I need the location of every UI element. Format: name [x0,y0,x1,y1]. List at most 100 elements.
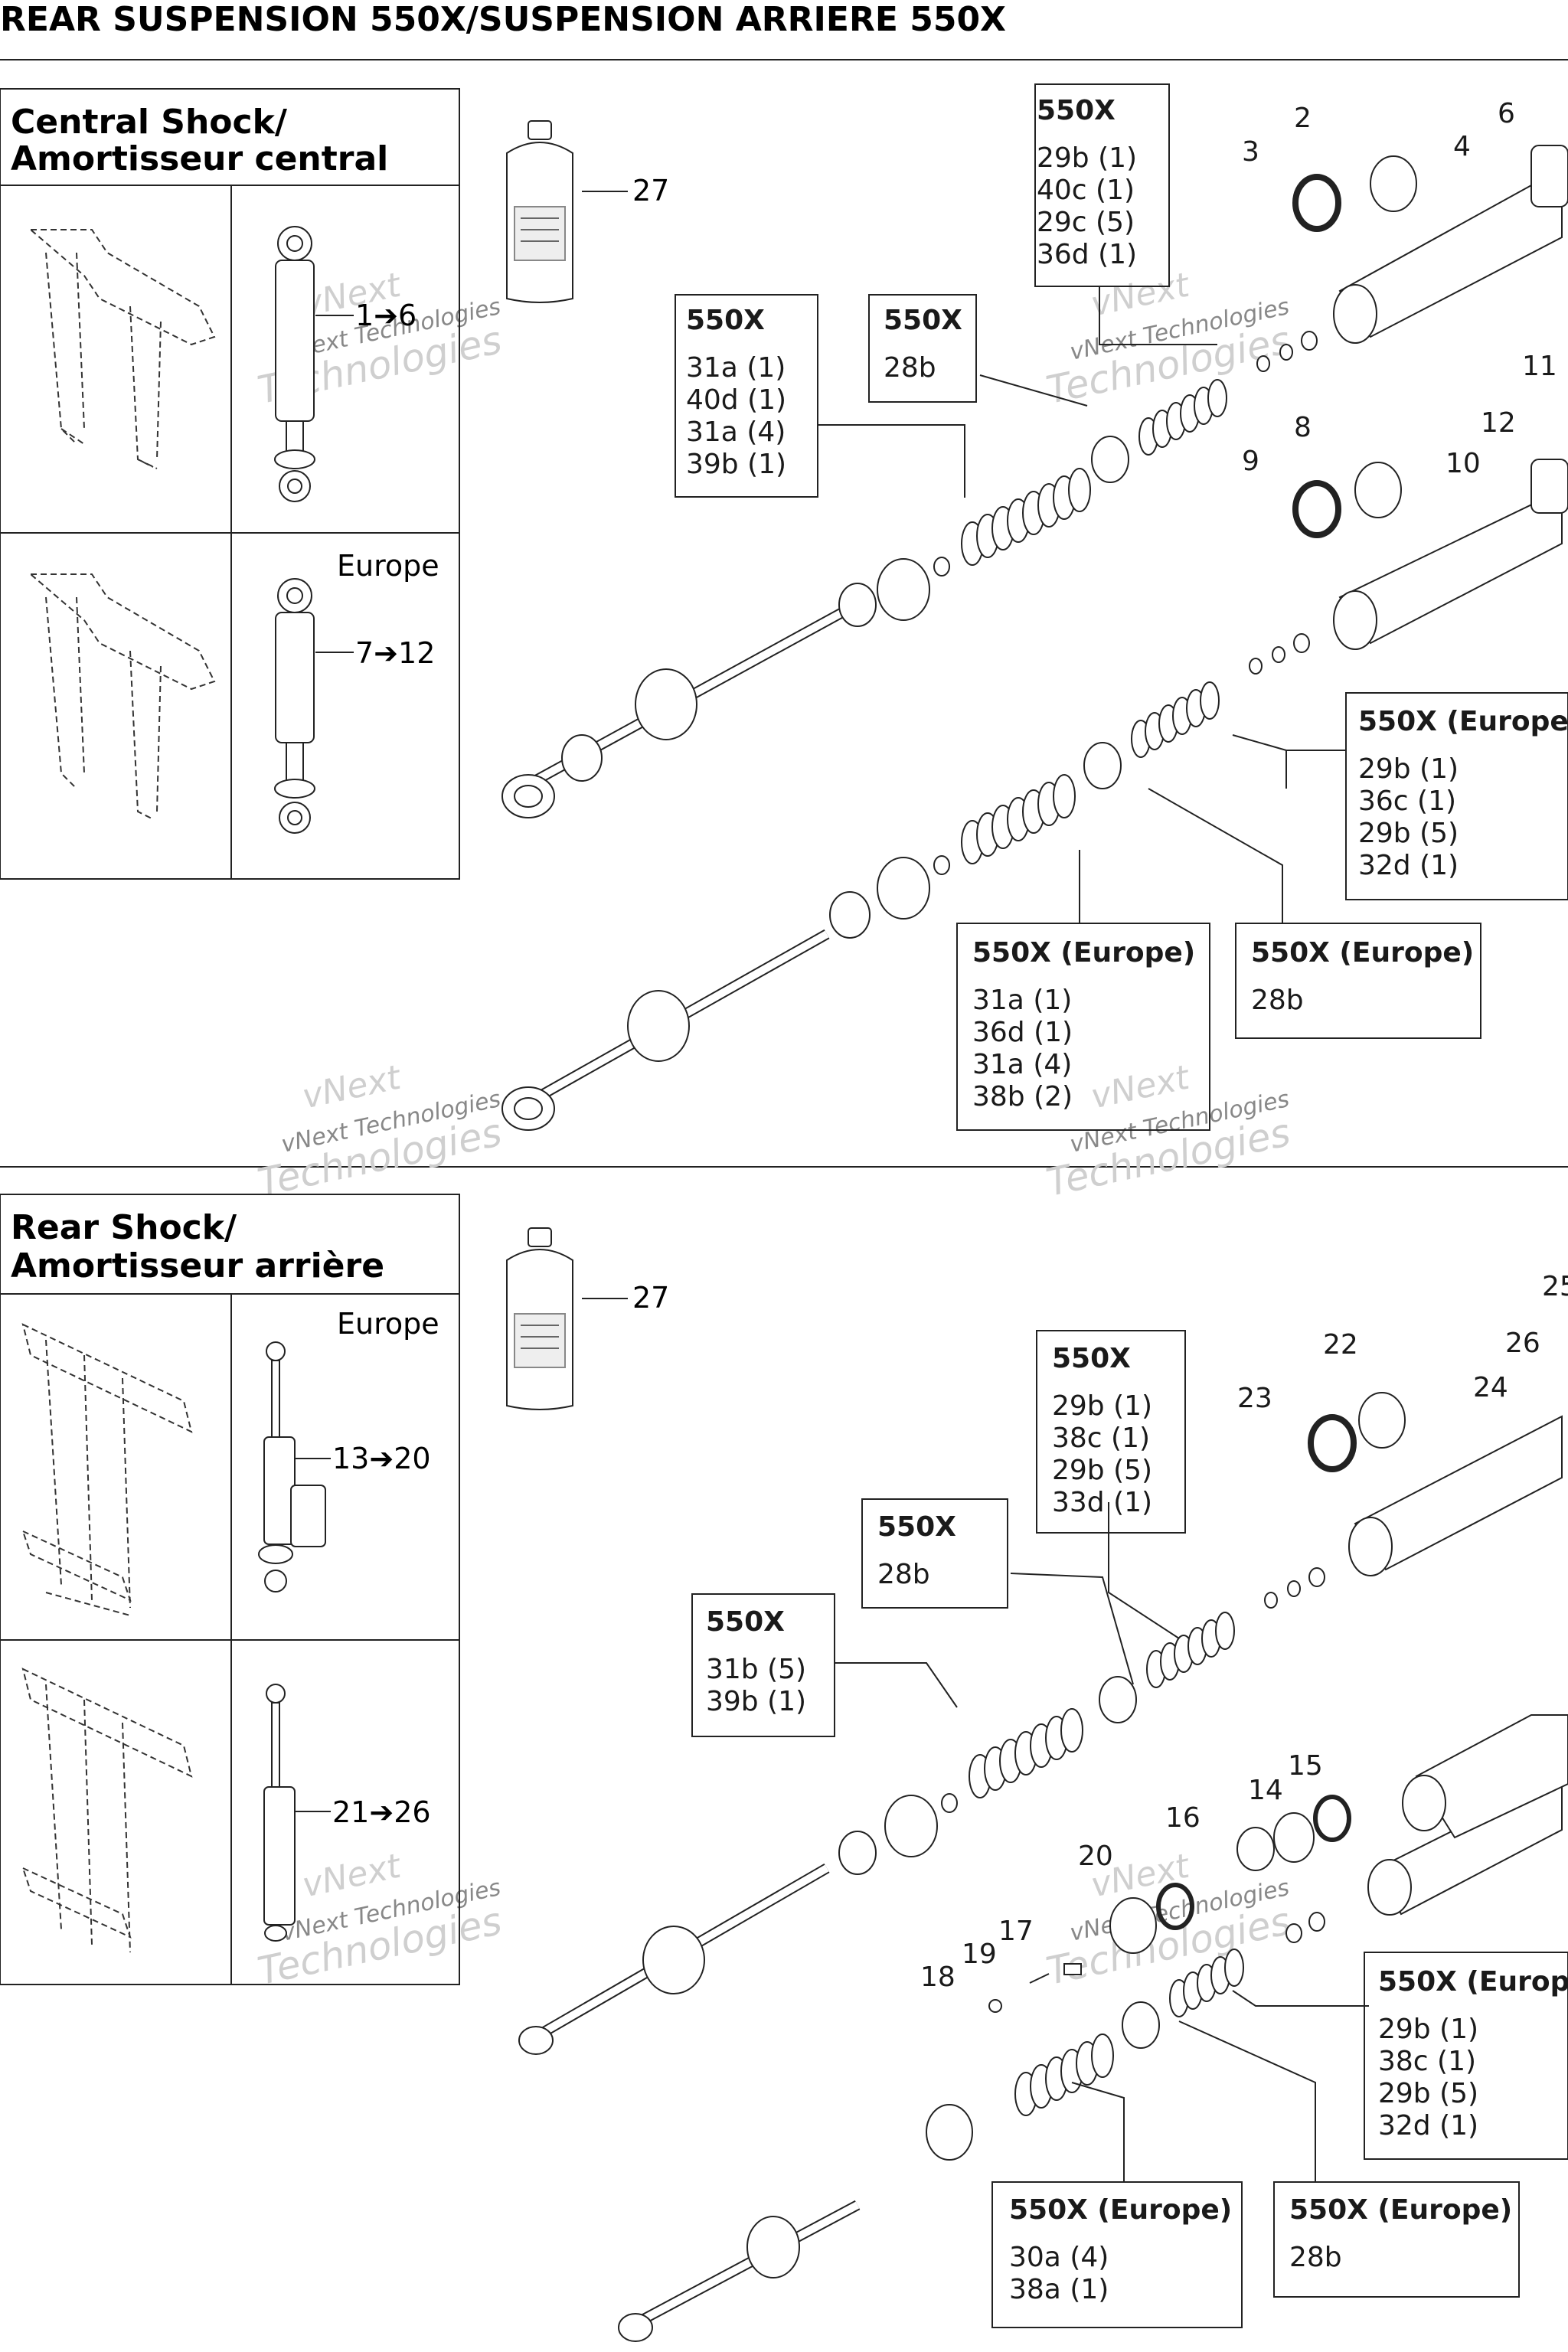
spring-coils [1146,1612,1235,1688]
panel-title-line1: Central Shock/ [11,103,288,142]
kit-line: 29b (1) [1052,1390,1152,1422]
spring-coils [969,1708,1083,1798]
callout-27: 27 [632,174,669,207]
oil-bottle [506,120,573,303]
watermark-top: vNext [299,1057,405,1116]
rear-frame-sketch [21,1323,193,1616]
spring-coils [1138,379,1227,456]
rear-frame-sketch [21,1668,193,1953]
shock-sketch [258,1341,326,1592]
kit-line: 28b [884,352,936,384]
kit-line: 36d (1) [972,1017,1073,1048]
kit-line: 33d (1) [1052,1487,1152,1518]
callout-15: 15 [1288,1750,1323,1782]
kit-line: 36d (1) [1037,239,1137,270]
kit-line: 30a (4) [1009,2242,1109,2273]
variant-ref-1-6: 1➔6 [355,299,416,332]
kit-line: 31b (5) [706,1654,806,1685]
kit-title: 550X (Europe) [972,937,1195,969]
shock-sketch [274,226,315,502]
watermark-top: vNext [299,1846,405,1905]
exploded-assembly [618,1714,1568,2342]
kit-line: 28b [1289,2242,1342,2273]
spring-coils [1131,681,1220,758]
kit-title: 550X (Europe) [1289,2194,1512,2226]
panel-title-line2: Amortisseur central [11,139,388,178]
kit-line: 32d (1) [1358,850,1459,881]
callout-labels: 2 3 4 6 8 9 10 11 12 14 15 16 17 18 19 2… [920,98,1568,1993]
callout-3: 3 [1242,136,1259,168]
variant-ref-21-26: 21➔26 [332,1795,431,1829]
spring-coils [961,468,1091,566]
callout-6: 6 [1498,98,1515,129]
callout-25: 25 [1542,1271,1568,1302]
kit-box-text: 550X 29b (1) 40c (1) 29c (5) 36d (1) 550… [686,95,1568,2305]
exploded-assembly [501,459,1568,1131]
kit-line: 28b [877,1559,930,1590]
central-shock-panel: Central Shock/ Amortisseur central [0,88,460,880]
kit-line: 39b (1) [686,449,786,480]
kit-line: 29b (1) [1358,753,1459,785]
kit-line: 38a (1) [1009,2274,1109,2305]
watermarks: vNext vNext Technologies Technologies vN… [254,265,1295,1994]
callout-18: 18 [920,1962,956,1993]
kit-line: 29c (5) [1037,207,1135,238]
callout-12: 12 [1481,407,1516,439]
callout-24: 24 [1473,1372,1508,1403]
kit-title: 550X [1052,1343,1131,1374]
kit-line: 31a (1) [972,985,1072,1016]
kit-title: 550X (Europe) [1358,706,1568,737]
kit-title: 550X (Europe) [1009,2194,1232,2226]
exploded-assembly [518,1392,1563,2055]
spring-coils [961,774,1076,864]
kit-line: 38c (1) [1052,1423,1150,1454]
kit-line: 40c (1) [1037,175,1135,206]
variant-ref-13-20: 13➔20 [332,1442,431,1475]
kit-title: 550X (Europe) [1378,1966,1568,1998]
callout-16: 16 [1165,1802,1200,1834]
kit-title: 550X [884,305,962,336]
kit-line: 29b (5) [1052,1455,1152,1486]
callout-23: 23 [1237,1383,1272,1414]
kit-title: 550X [1037,95,1116,126]
kit-line: 28b [1251,985,1304,1016]
rear-shock-panel: Rear Shock/ Amortisseur arrière Europe 1… [0,1194,460,1985]
callout-27: 27 [632,1281,669,1315]
variant-europe-label: Europe [337,1307,439,1341]
kit-line: 29b (1) [1037,142,1137,174]
spring-coils [1014,2034,1114,2116]
callout-11: 11 [1522,351,1557,382]
watermark-top: vNext [1087,265,1194,324]
callout-22: 22 [1323,1329,1358,1361]
kit-title: 550X (Europe) [1251,937,1474,969]
kit-line: 38b (2) [972,1081,1073,1112]
kit-line: 36c (1) [1358,786,1456,817]
page-title: REAR SUSPENSION 550X/SUSPENSION ARRIERE … [0,0,1006,39]
kit-title: 550X [877,1511,956,1543]
shock-sketch [263,1684,296,1942]
variant-europe-label: Europe [337,549,439,583]
rear-frame-sketch [28,573,216,820]
kit-line: 31a (4) [686,416,786,448]
callout-10: 10 [1446,448,1481,479]
kit-line: 29b (5) [1358,818,1459,849]
kit-line: 31a (1) [686,352,786,384]
oil-bottle [506,1227,573,1410]
kit-line: 40d (1) [686,384,786,416]
kit-line: 32d (1) [1378,2110,1478,2141]
panel-title-line2: Amortisseur arrière [11,1246,384,1285]
watermark-top: vNext [1087,1057,1194,1116]
callout-2: 2 [1294,103,1312,134]
kit-line: 29b (1) [1378,2014,1478,2045]
callout-19: 19 [962,1939,997,1970]
spring-coils [1169,1949,1244,2017]
kit-title: 550X [706,1606,785,1638]
panel-title-line1: Rear Shock/ [11,1208,237,1247]
callout-26: 26 [1505,1328,1540,1359]
kit-boxes [675,83,1568,2328]
callout-14: 14 [1248,1775,1283,1806]
callout-8: 8 [1294,412,1312,443]
exploded-assembly [501,145,1568,818]
rear-frame-sketch [28,229,216,469]
